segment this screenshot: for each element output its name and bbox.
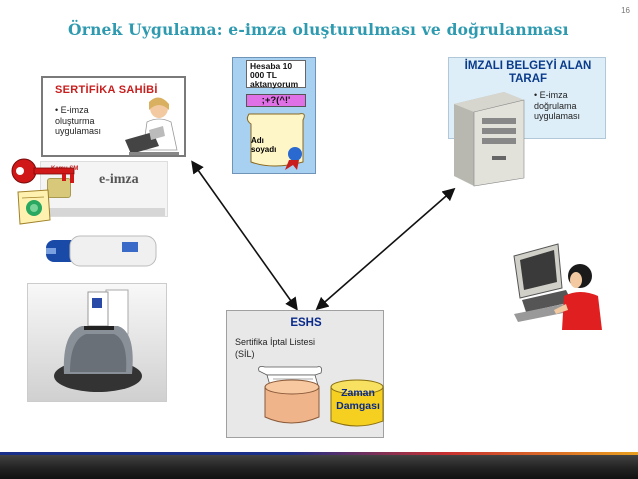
- certificate-holder-title: SERTİFİKA SAHİBİ: [55, 84, 158, 96]
- footer-stripe: [0, 452, 638, 455]
- server-icon: [454, 92, 525, 187]
- certificate-holder-box: SERTİFİKA SAHİBİ • E-imza oluşturma uygu…: [41, 76, 186, 157]
- certificate-scroll-icon: [246, 113, 305, 170]
- verification-app-label: • E-imza doğrulama uygulaması: [534, 90, 581, 121]
- timestamp-label: Zaman Damgası: [336, 387, 380, 412]
- crl-label: Sertifika İptal Listesi (SİL): [235, 337, 316, 359]
- user-at-computer-icon: [513, 243, 602, 330]
- signature-value: ;+?(^!': [246, 94, 306, 107]
- slide-footer: [0, 452, 638, 479]
- person-laptop-icon: [125, 97, 179, 155]
- slide-title: Örnek Uygulama: e-imza oluşturulması ve …: [68, 20, 569, 39]
- signed-document-box: Hesaba 10 000 TL aktanyorum ;+?(^!' Adı …: [232, 57, 316, 174]
- card-reader-image: [27, 283, 167, 402]
- eshs-title: ESHS: [290, 317, 322, 329]
- signing-app-label: • E-imza oluşturma uygulaması: [55, 105, 102, 136]
- document-note: Hesaba 10 000 TL aktanyorum: [246, 60, 306, 89]
- card-brand: e-imza: [99, 172, 139, 187]
- usb-token-icon: [46, 235, 157, 267]
- arrow-holder-eshs: [191, 160, 298, 311]
- scroll-text: Adı soyadı: [251, 136, 277, 154]
- chip-icon: [47, 178, 71, 198]
- receiver-title: İMZALI BELGEYİ ALAN TARAF: [464, 60, 592, 85]
- crl-database-icon: [264, 379, 320, 424]
- timestamp-database-icon: [330, 379, 384, 427]
- private-key-icon: [11, 158, 75, 184]
- page-number: 16: [621, 6, 630, 15]
- arrow-receiver-eshs: [315, 187, 456, 311]
- eshs-box: ESHS Sertifika İptal Listesi (SİL) Zaman…: [226, 310, 384, 438]
- certificate-icon: [17, 189, 51, 225]
- card-reader-icon: [54, 289, 142, 392]
